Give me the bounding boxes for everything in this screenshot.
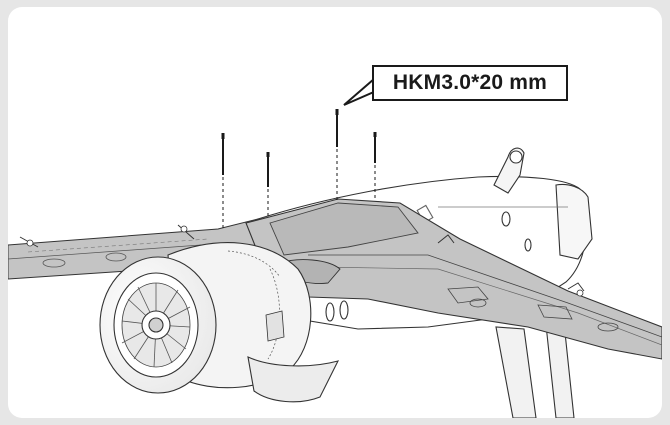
screw-spec-label: HKM3.0*20 mm <box>392 71 548 94</box>
screw-icon <box>266 152 270 187</box>
screw-icon <box>373 132 377 163</box>
screw-1 <box>221 133 225 229</box>
screw-3 <box>335 109 339 201</box>
screw-icon <box>221 133 225 175</box>
screw-icon <box>335 109 339 147</box>
right-wing <box>245 198 662 360</box>
assembly-drawing <box>8 77 662 418</box>
screw-spec-callout: HKM3.0*20 mm <box>372 65 568 101</box>
instruction-panel: HKM3.0*20 mm <box>8 7 662 418</box>
engine-nacelle <box>99 242 340 403</box>
screw-2 <box>266 152 270 219</box>
screw-4 <box>373 132 377 201</box>
